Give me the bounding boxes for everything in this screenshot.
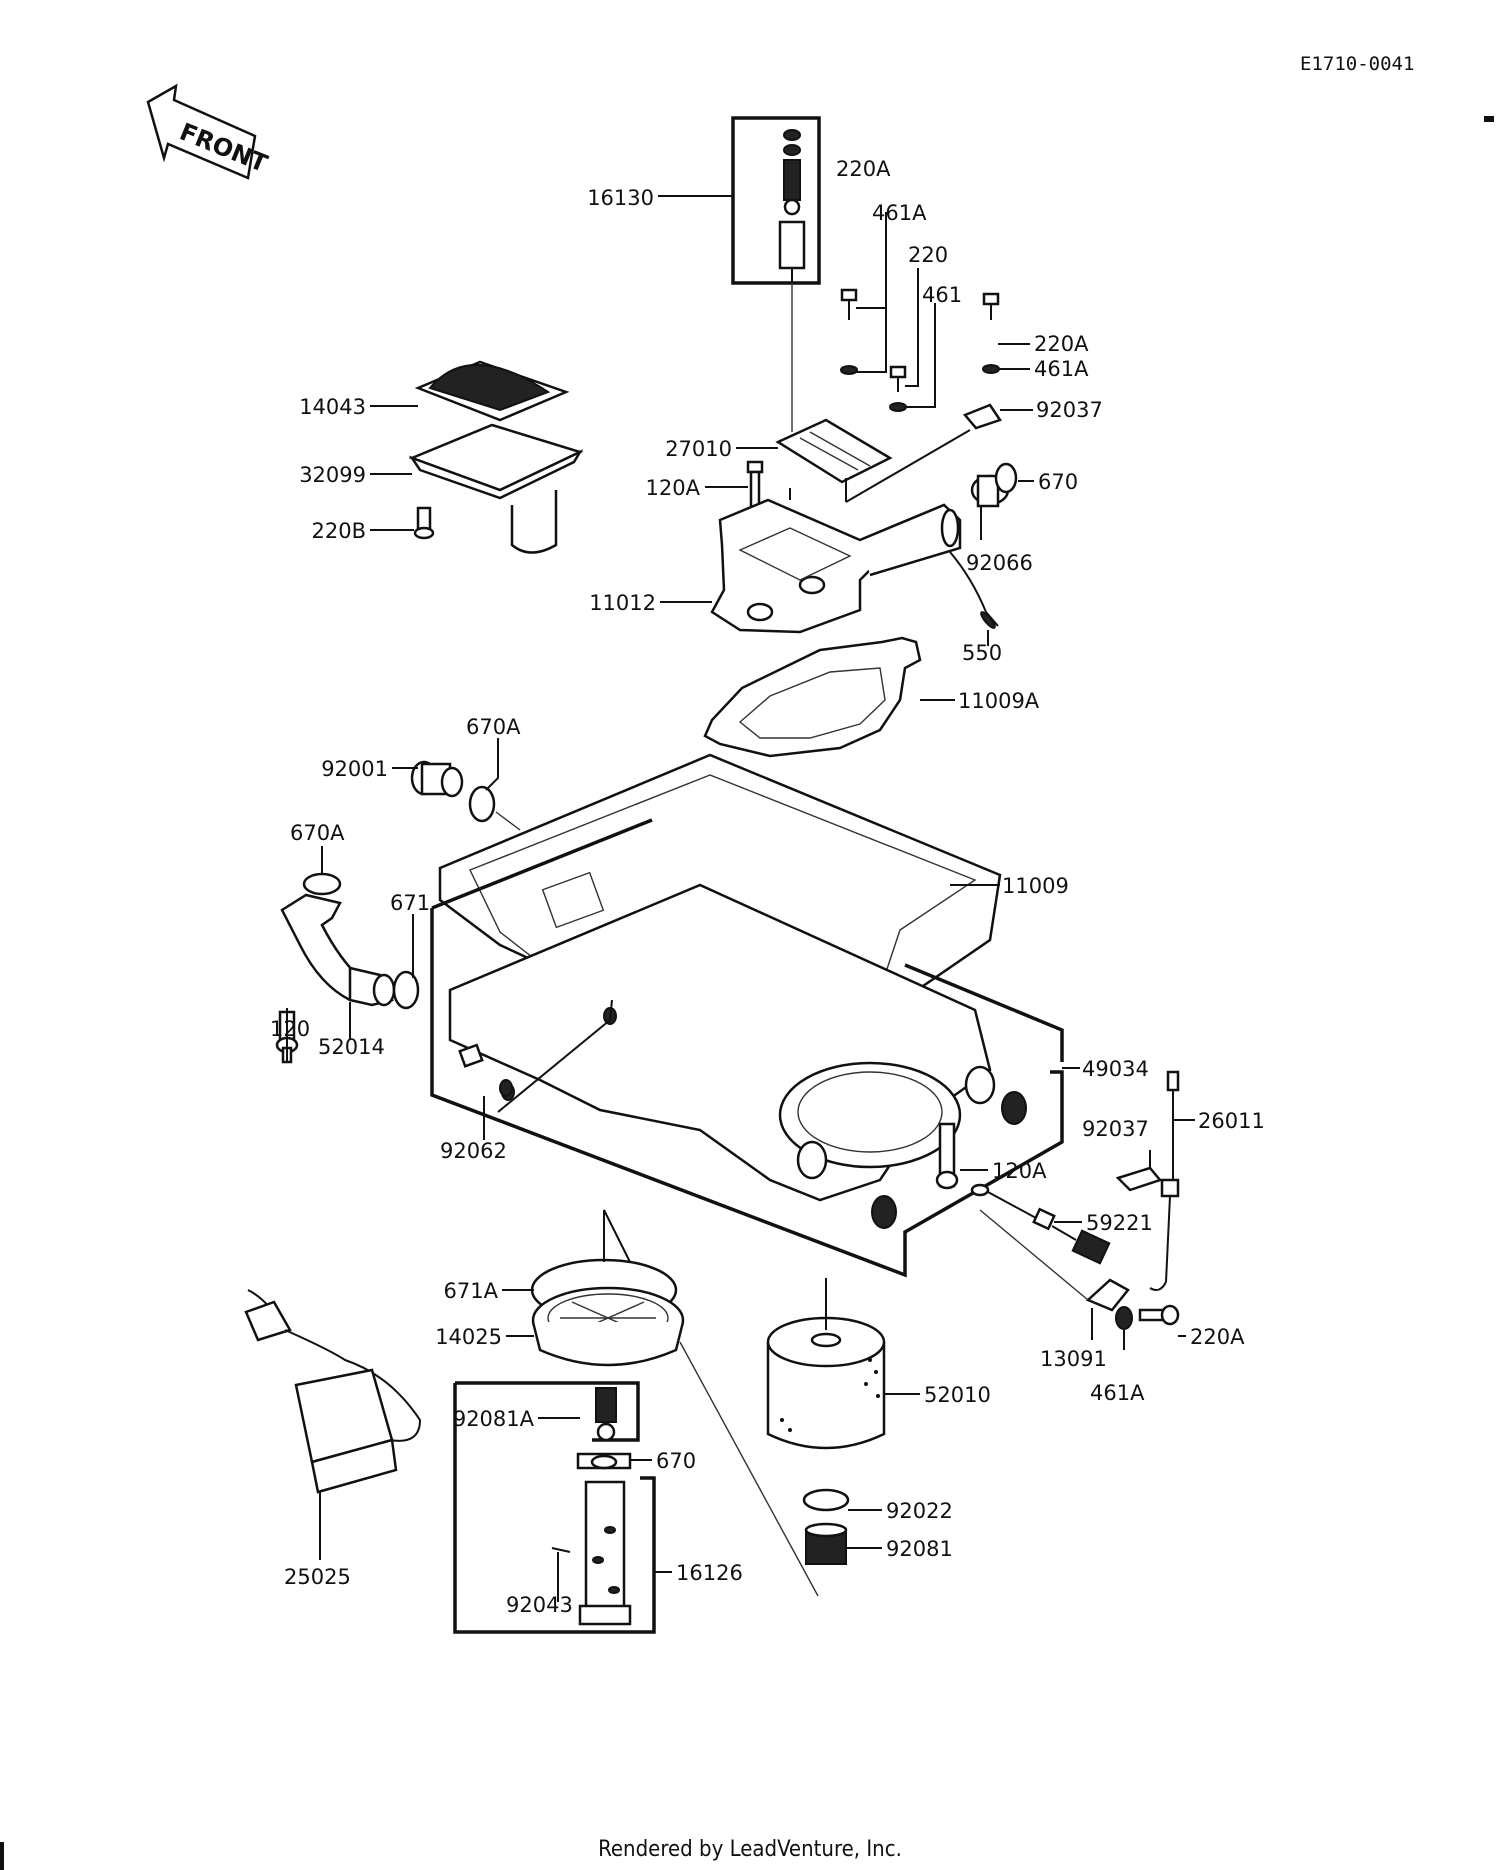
bolt-220B — [413, 506, 435, 540]
callout-461A-b: 461A — [1034, 357, 1089, 381]
callout-671A: 671A — [444, 1279, 499, 1303]
callout-670A-b: 670A — [290, 821, 345, 845]
plug-92062 — [499, 1079, 513, 1097]
callout-670A-a: 670A — [466, 715, 521, 739]
callout-11012: 11012 — [589, 591, 656, 615]
callout-461A-c: 461A — [1090, 1381, 1145, 1405]
callout-59221: 59221 — [1086, 1211, 1153, 1235]
callout-220B: 220B — [312, 519, 367, 543]
callout-670-a: 670 — [1038, 470, 1078, 494]
oring-670A-plug — [468, 785, 496, 823]
oring-670A-pipe — [302, 872, 342, 896]
callout-92081A: 92081A — [453, 1407, 535, 1431]
callout-16130: 16130 — [587, 186, 654, 210]
bracket-92037-lower — [1115, 1166, 1163, 1192]
bolt-120A-lower — [935, 1122, 959, 1190]
part-52010-oil-filter — [766, 1316, 886, 1450]
front-arrow-icon: FRONT — [146, 83, 272, 180]
part-32099-housing — [408, 423, 584, 554]
callout-671: 671 — [390, 891, 430, 915]
callout-92037-a: 92037 — [1036, 398, 1103, 422]
callout-92037-b: 92037 — [1082, 1117, 1149, 1141]
part-59221-switch — [970, 1183, 1111, 1265]
callout-461A-a: 461A — [872, 201, 927, 225]
callout-92001: 92001 — [321, 757, 388, 781]
bracket-92037-upper — [962, 403, 1002, 430]
part-27010-plate — [775, 418, 893, 484]
plug-92001 — [410, 760, 464, 798]
part-14043-cover — [414, 360, 570, 422]
screw-220A-right — [982, 292, 1000, 374]
oring-670-upper — [994, 462, 1018, 494]
callout-670-b: 670 — [656, 1449, 696, 1473]
callout-92022: 92022 — [886, 1499, 953, 1523]
screw-220-upper — [889, 365, 907, 412]
callout-32099: 32099 — [299, 463, 366, 487]
screw-220A-upper — [840, 288, 858, 375]
callout-120A-a: 120A — [646, 476, 701, 500]
part-25025-relay — [244, 1289, 422, 1494]
callout-25025: 25025 — [284, 1565, 351, 1589]
callout-52010: 52010 — [924, 1383, 991, 1407]
part-11012-pump-body — [710, 498, 962, 634]
part-11009A-gasket — [703, 636, 922, 758]
callout-92043: 92043 — [506, 1593, 573, 1617]
callout-220A-c: 220A — [1190, 1325, 1245, 1349]
callout-120: 120 — [270, 1017, 310, 1041]
washer-92022 — [802, 1488, 850, 1512]
callout-16126: 16126 — [676, 1561, 743, 1585]
diagram-code: E1710-0041 — [1300, 53, 1414, 75]
callout-92066: 92066 — [966, 551, 1033, 575]
part-16126-relief-valve — [453, 1381, 656, 1634]
callout-220A-b: 220A — [1034, 332, 1089, 356]
spring-92081 — [804, 1522, 848, 1565]
callout-11009: 11009 — [1002, 874, 1069, 898]
part-16130-valve-assembly — [731, 116, 821, 285]
callout-92062: 92062 — [440, 1139, 507, 1163]
callout-461: 461 — [922, 283, 962, 307]
screw-220A-lower — [1115, 1304, 1180, 1330]
callout-27010: 27010 — [665, 437, 732, 461]
callout-14025: 14025 — [435, 1325, 502, 1349]
oring-671 — [392, 970, 420, 1010]
callout-220A-a: 220A — [836, 157, 891, 181]
part-14025-screen — [531, 1286, 685, 1367]
callout-49034: 49034 — [1082, 1057, 1149, 1081]
callout-120A-b: 120A — [992, 1159, 1047, 1183]
callout-11009A: 11009A — [958, 689, 1040, 713]
footer-credit: Rendered by LeadVenture, Inc. — [598, 1837, 902, 1862]
part-52014-strainer-pipe — [280, 893, 396, 1007]
callout-550: 550 — [962, 641, 1002, 665]
pin-550 — [949, 551, 999, 629]
callout-220: 220 — [908, 243, 948, 267]
callout-14043: 14043 — [299, 395, 366, 419]
callout-52014: 52014 — [318, 1035, 385, 1059]
callout-92081: 92081 — [886, 1537, 953, 1561]
part-13091-bracket — [1085, 1278, 1130, 1312]
part-49034-oil-pan — [430, 818, 1064, 1278]
edge-mark-left — [0, 1842, 4, 1870]
callout-13091: 13091 — [1040, 1347, 1107, 1371]
callout-26011: 26011 — [1198, 1109, 1265, 1133]
part-26011-dipstick — [1149, 1070, 1180, 1291]
edge-mark — [1484, 116, 1494, 122]
